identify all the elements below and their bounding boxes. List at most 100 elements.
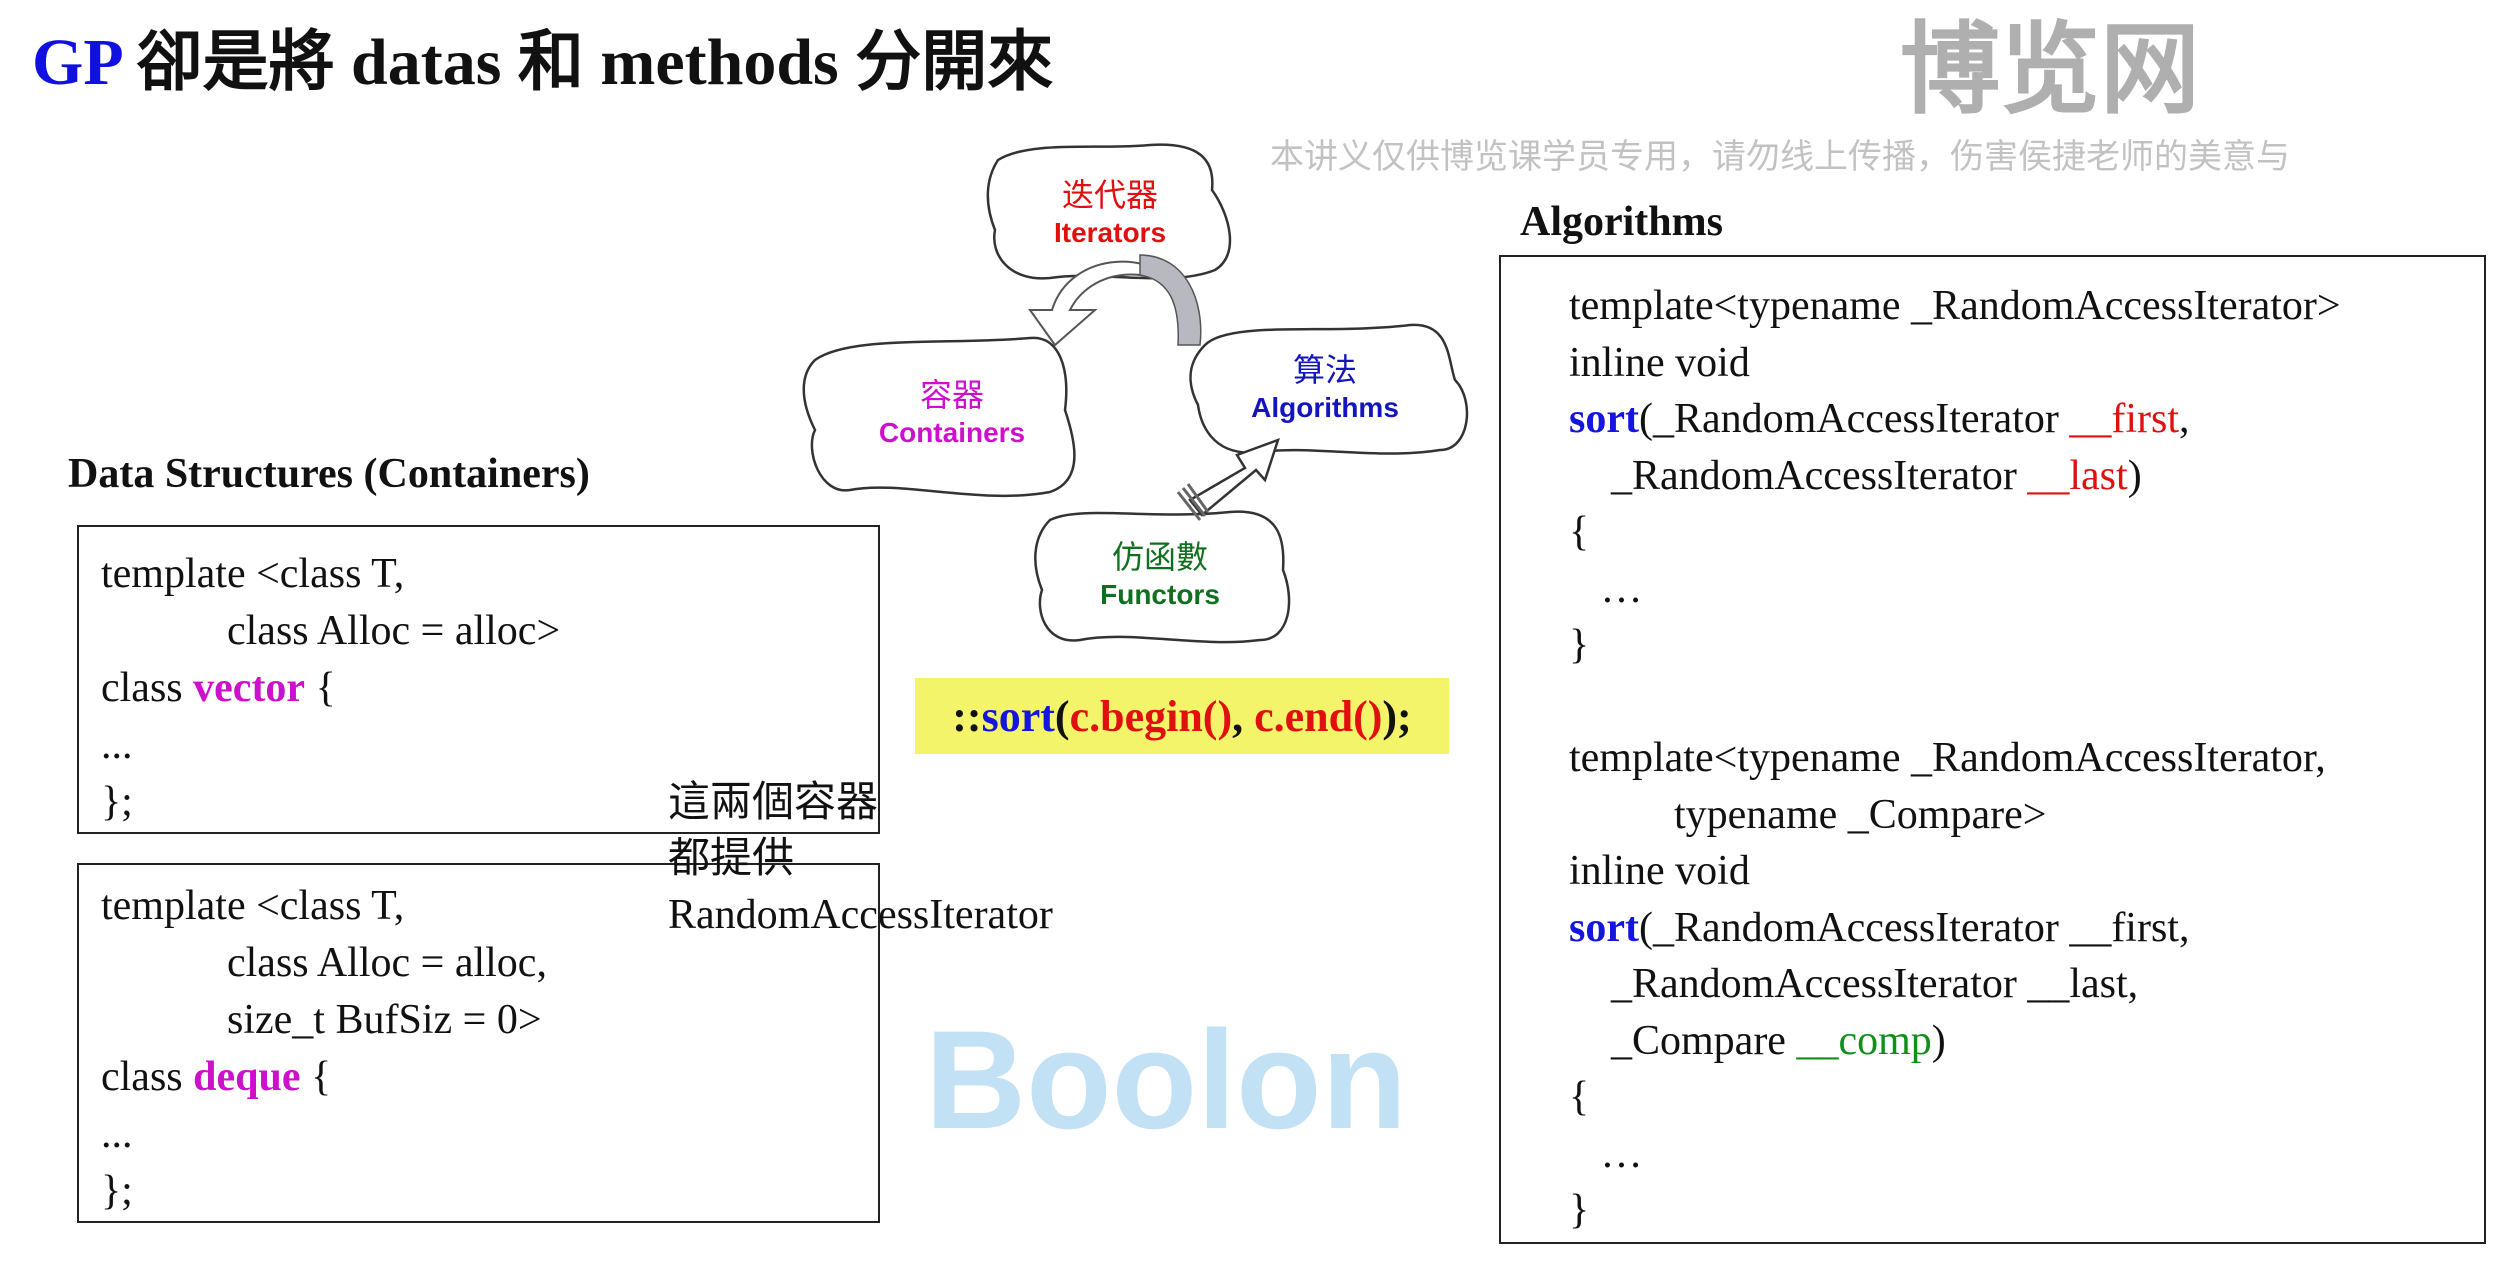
code-line: … [1569, 1133, 1643, 1175]
code-token: }; [101, 1168, 133, 1214]
code-token: size_t BufSiz = 0> [101, 997, 542, 1043]
code-token: __first [2069, 396, 2179, 442]
code-line: … [1569, 568, 1643, 610]
stl-components-diagram [802, 143, 1469, 644]
code-token: _RandomAccessIterator [1569, 452, 2028, 499]
sort-call-highlight: ::sort(c.begin(), c.end()); [915, 678, 1449, 754]
arrow-tail-hatch [1176, 483, 1210, 521]
deque-code-box: template <class T, class Alloc = alloc, … [77, 863, 880, 1223]
title-prefix: GP [32, 26, 121, 99]
code-token: class Alloc = alloc> [101, 608, 561, 654]
code-token: { [1569, 509, 1590, 555]
code-line: template <class T, [101, 553, 404, 595]
code-token: ); [1382, 691, 1412, 741]
algorithms-en: Algorithms [1251, 392, 1399, 423]
code-line: template <class T, [101, 885, 404, 927]
code-token: _RandomAccessIterator __last, [1569, 961, 2139, 1007]
site-watermark: 博览网 [1900, 11, 2200, 128]
containers-zh: 容器 [919, 377, 984, 413]
code-token: { [1569, 1074, 1590, 1120]
code-token: ) [1931, 1017, 1946, 1064]
code-token: vector [193, 665, 306, 711]
title-text: 卻是將 datas 和 methods 分開來 [120, 26, 1054, 99]
slide-title: GP 卻是將 datas 和 methods 分開來 [32, 8, 1053, 104]
iterators-en: Iterators [1053, 217, 1167, 248]
boolon-watermark: Boolon [925, 1001, 1408, 1158]
code-token: c.end() [1254, 691, 1383, 741]
code-token: class [101, 665, 194, 711]
code-line: { [1569, 1076, 1589, 1118]
algorithms-code-box: template<typename _RandomAccessIterator>… [1499, 255, 2486, 1244]
code-token: (_RandomAccessIterator [1638, 396, 2070, 442]
code-token: class Alloc = alloc, [101, 940, 547, 986]
code-line: _RandomAccessIterator __last) [1569, 455, 2142, 497]
code-token: template<typename _RandomAccessIterator, [1569, 735, 2326, 781]
algorithms-label: 算法 Algorithms [1225, 350, 1425, 425]
code-line: class vector { [101, 667, 336, 709]
code-token: { [305, 665, 336, 711]
code-line: }; [101, 1170, 133, 1212]
code-token: , [2178, 396, 2190, 442]
code-token: template <class T, [101, 551, 405, 597]
curved-arrow-from-iterators [1139, 254, 1202, 346]
code-token: } [1569, 622, 1590, 668]
code-line: class deque { [101, 1056, 331, 1098]
code-token: } [1569, 1187, 1590, 1233]
code-token: inline void [1569, 848, 1750, 894]
iterator-note: 這兩個容器 都提供 RandomAccessIterator [668, 775, 1053, 943]
code-line: size_t BufSiz = 0> [101, 999, 542, 1041]
code-token: sort [981, 691, 1055, 741]
code-token: _Compare [1569, 1017, 1797, 1064]
code-line: inline void [1569, 850, 1750, 892]
code-line: } [1569, 624, 1589, 666]
code-line: sort(_RandomAccessIterator __first, [1569, 907, 2189, 949]
code-line: _RandomAccessIterator __last, [1569, 963, 2138, 1005]
vector-code-box: template <class T, class Alloc = alloc> c… [77, 525, 880, 834]
code-line: _Compare __comp) [1569, 1020, 1946, 1062]
algorithms-cloud [1189, 323, 1469, 455]
code-token: __last [2027, 452, 2128, 499]
code-line: { [1569, 511, 1589, 553]
code-token: … [1569, 1130, 1643, 1177]
code-line: class Alloc = alloc, [101, 942, 547, 984]
code-line: typename _Compare> [1569, 794, 2046, 836]
code-token: :: [952, 691, 982, 741]
code-line: ... [101, 724, 133, 766]
code-token: ( [1054, 691, 1070, 741]
code-token: ) [2127, 452, 2142, 499]
code-token: sort [1569, 904, 1639, 951]
iterators-label: 迭代器 Iterators [1010, 175, 1210, 250]
code-token: class [101, 1054, 194, 1100]
code-token: (_RandomAccessIterator __first, [1638, 904, 2190, 951]
code-token: }; [101, 779, 133, 825]
code-line: ... [101, 1113, 133, 1155]
code-token: , [1232, 691, 1255, 741]
note-line: 這兩個容器 [668, 780, 879, 826]
code-line: template<typename _RandomAccessIterator, [1569, 737, 2326, 779]
functors-en: Functors [1100, 579, 1220, 610]
code-line: }; [101, 781, 133, 823]
arrow-functors-to-algorithms [1188, 437, 1280, 517]
containers-cloud [802, 336, 1076, 498]
code-token: ... [101, 1111, 133, 1157]
code-token: typename _Compare> [1569, 791, 2047, 838]
note-line: RandomAccessIterator [668, 892, 1053, 938]
code-token: … [1569, 565, 1643, 612]
note-line: 都提供 [668, 836, 795, 882]
code-line: } [1569, 1189, 1589, 1231]
code-token: { [300, 1054, 332, 1100]
code-token: deque [193, 1054, 301, 1100]
functors-label: 仿函數 Functors [1060, 537, 1260, 612]
iterators-zh: 迭代器 [1061, 177, 1158, 213]
code-line: sort(_RandomAccessIterator __first, [1569, 398, 2189, 440]
code-token: sort [1569, 396, 1639, 442]
functors-zh: 仿函數 [1111, 539, 1208, 575]
code-token: inline void [1569, 339, 1750, 386]
code-line: inline void [1569, 342, 1750, 384]
code-token: c.begin() [1069, 691, 1233, 741]
code-line: template<typename _RandomAccessIterator> [1569, 285, 2341, 327]
containers-label: 容器 Containers [852, 375, 1052, 450]
iterators-cloud [986, 143, 1232, 280]
containers-heading: Data Structures (Containers) [68, 451, 590, 497]
code-token: template<typename _RandomAccessIterator> [1569, 283, 2341, 329]
